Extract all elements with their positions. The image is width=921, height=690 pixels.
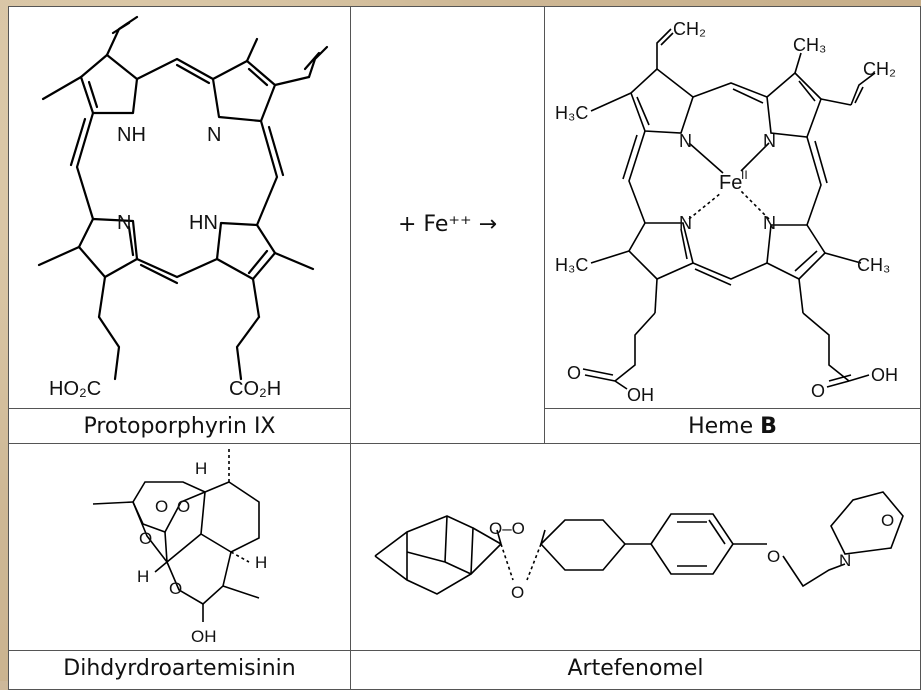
h3c-bottom-label: H₃C <box>555 255 588 275</box>
ch2-top-label: CH₂ <box>673 19 706 39</box>
heme-caption: Heme B <box>544 408 921 444</box>
hn-bottom-label: HN <box>189 212 218 234</box>
nh-top-label: NH <box>117 124 146 146</box>
heme-caption-prefix: Heme <box>688 414 761 439</box>
dha-caption-text: Dihdyrdroartemisinin <box>63 656 296 681</box>
dha-cell: H O O O O H H OH <box>8 443 351 651</box>
oh-right-label: OH <box>871 365 898 385</box>
fe-label: Fe <box>719 172 742 194</box>
dha-o1-label: O <box>155 497 168 516</box>
protoporphyrin-caption: Protoporphyrin IX <box>8 408 351 444</box>
dha-o3-label: O <box>139 529 152 548</box>
dha-oh-label: OH <box>191 627 217 646</box>
n-top-label: N <box>207 124 221 146</box>
arte-o-morph-label: O <box>881 511 894 530</box>
artefenomel-caption-text: Artefenomel <box>567 656 704 681</box>
ch2-right-label: CH₂ <box>863 59 896 79</box>
arte-oo-label: O–O <box>489 519 525 538</box>
dha-o4-label: O <box>169 579 182 598</box>
artefenomel-structure: O–O O O N O <box>374 491 904 602</box>
acid-right-label: CO₂H <box>229 378 281 400</box>
reaction-text: + Fe⁺⁺ → <box>397 212 498 237</box>
ch3-top-label: CH₃ <box>793 35 826 55</box>
dha-caption: Dihdyrdroartemisinin <box>8 650 351 690</box>
reaction-cell: + Fe⁺⁺ → <box>350 6 545 444</box>
arte-o-bottom-label: O <box>511 583 524 602</box>
artefenomel-cell: O–O O O N O <box>350 443 921 651</box>
o-right-label: O <box>811 381 825 401</box>
protoporphyrin-cell: NH N N HN HO₂C CO₂H <box>8 6 351 409</box>
dha-structure: H O O O O H H OH <box>92 448 267 646</box>
heme-caption-bold: B <box>760 414 777 439</box>
heme-n2-label: N <box>763 131 776 151</box>
h3c-left-label: H₃C <box>555 103 588 123</box>
heme-n3-label: N <box>679 213 692 233</box>
heme-structure: CH₂ CH₃ CH₂ H₃C H₃C CH₃ Fe II N N N N O … <box>555 19 898 405</box>
n-bottom-label: N <box>117 212 131 234</box>
heme-cell: CH₂ CH₃ CH₂ H₃C H₃C CH₃ Fe II N N N N O … <box>544 6 921 409</box>
dha-h-left-label: H <box>137 567 149 586</box>
dha-h-top-label: H <box>195 459 207 478</box>
artefenomel-caption: Artefenomel <box>350 650 921 690</box>
oh-left-label: OH <box>627 385 654 405</box>
ch3-right-label: CH₃ <box>857 255 890 275</box>
arte-n-label: N <box>839 551 851 570</box>
protoporphyrin-structure: NH N N HN HO₂C CO₂H <box>37 15 329 400</box>
acid-left-label: HO₂C <box>49 378 101 400</box>
protoporphyrin-caption-text: Protoporphyrin IX <box>83 414 276 439</box>
dha-o2-label: O <box>177 497 190 516</box>
o-left-label: O <box>567 363 581 383</box>
dha-h-right-label: H <box>255 553 267 572</box>
heme-n4-label: N <box>763 213 776 233</box>
arte-o-ether-label: O <box>767 547 780 566</box>
heme-n1-label: N <box>679 131 692 151</box>
fe-oxidation-label: II <box>741 168 748 182</box>
